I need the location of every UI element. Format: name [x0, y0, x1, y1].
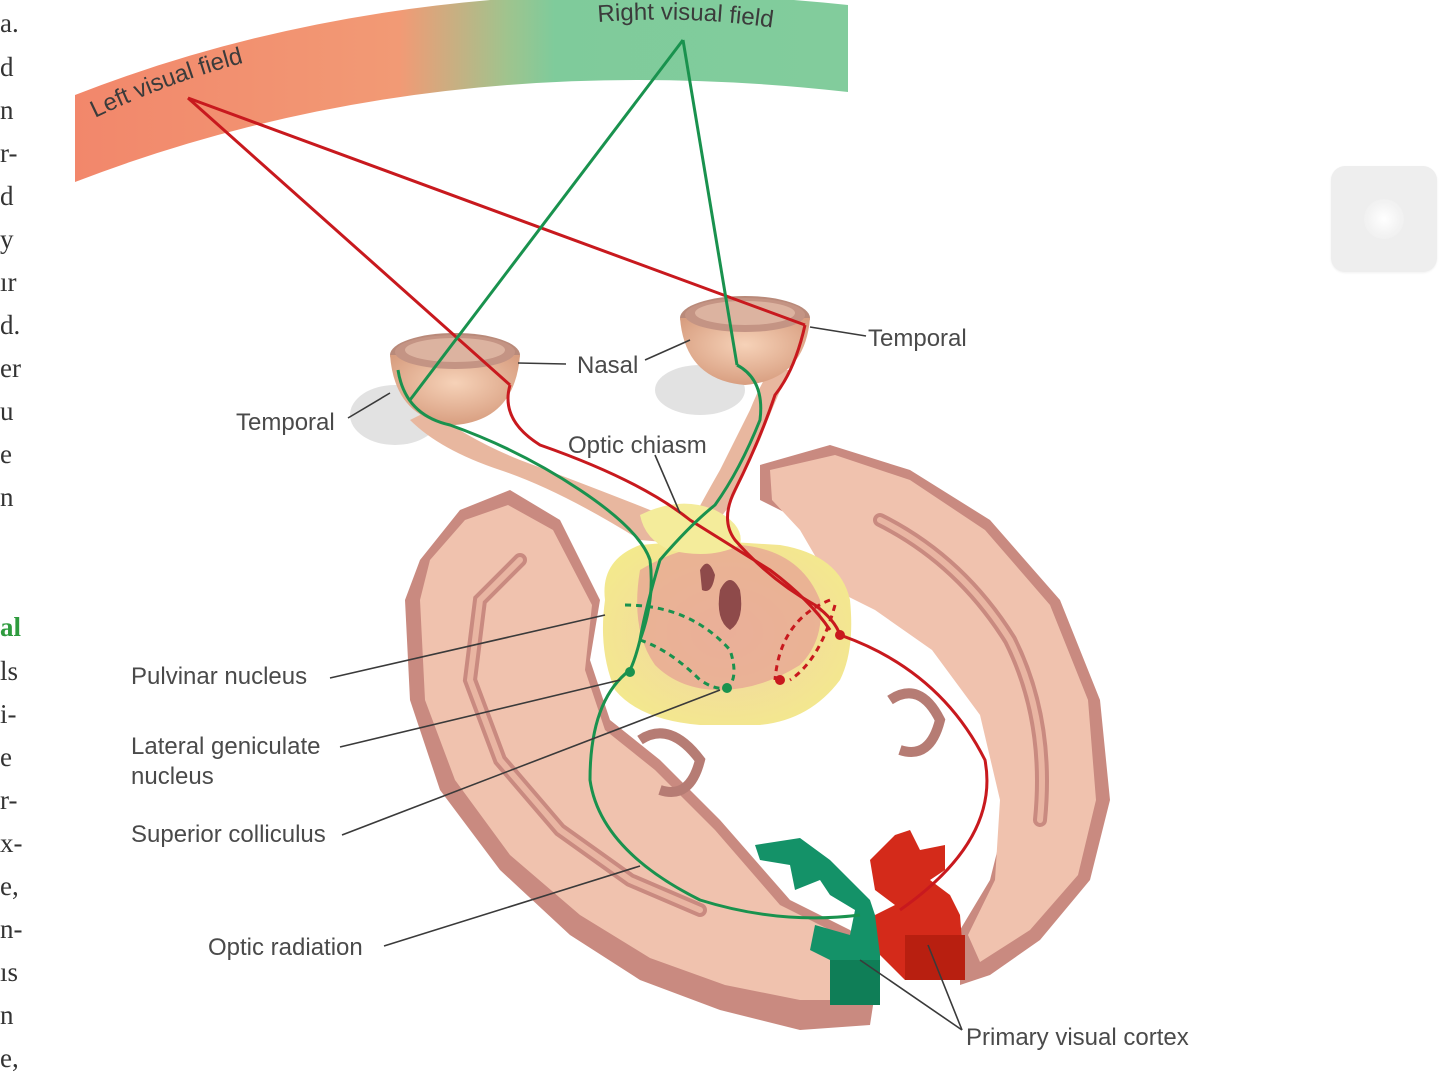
primary-visual-cortex-red: [870, 830, 965, 980]
superior-colliculus-label: Superior colliculus: [131, 821, 326, 848]
leader-lines: [329, 326, 963, 1031]
text-fragment: er: [0, 353, 21, 383]
pulvinar-nucleus-label: Pulvinar nucleus: [131, 663, 307, 690]
text-fragment: y: [0, 224, 14, 254]
primary-visual-cortex-green: [755, 838, 880, 1005]
left-column-text: a. d n r- d y ır d. er u e n al ls i- e …: [0, 8, 23, 1073]
text-fragment: r-: [0, 138, 17, 168]
text-fragment-heading: al: [0, 612, 22, 642]
brain-left-hemisphere: [405, 490, 880, 1030]
text-fragment: a.: [0, 8, 19, 38]
synapse-markers: [625, 630, 845, 693]
text-fragment: e,: [0, 871, 19, 901]
text-fragment: d: [0, 52, 14, 82]
text-fragment: d: [0, 181, 14, 211]
nasal-label: Nasal: [577, 352, 638, 379]
text-fragment: n: [0, 482, 14, 512]
text-fragment: e: [0, 439, 12, 469]
text-fragment: e: [0, 742, 12, 772]
text-fragment: d.: [0, 310, 20, 340]
text-fragment: ls: [0, 656, 18, 686]
text-fragment: x-: [0, 828, 23, 858]
text-fragment: n: [0, 1000, 14, 1030]
right-eye: [680, 296, 810, 385]
brain-right-hemisphere: [760, 445, 1110, 985]
text-fragment: u: [0, 396, 14, 426]
optic-radiation-label: Optic radiation: [208, 934, 363, 961]
temporal-right-label: Temporal: [868, 325, 967, 352]
text-fragment: n-: [0, 914, 23, 944]
primary-visual-cortex-label: Primary visual cortex: [966, 1024, 1189, 1051]
text-fragment: ıs: [0, 957, 18, 987]
lateral-geniculate-label-line2: nucleus: [131, 763, 214, 790]
text-fragment: e,: [0, 1043, 19, 1073]
visual-field-band: Left visual field Right visual field: [75, 0, 848, 182]
button-glow-icon: [1364, 199, 1404, 239]
text-fragment: n: [0, 95, 14, 125]
text-fragment: i-: [0, 699, 17, 729]
overlay-action-button[interactable]: [1331, 166, 1437, 272]
right-field-pathway: [396, 39, 861, 920]
optic-chiasm-label: Optic chiasm: [568, 432, 707, 459]
temporal-left-label: Temporal: [236, 409, 335, 436]
text-fragment: r-: [0, 785, 17, 815]
text-fragment: ır: [0, 267, 17, 297]
lateral-geniculate-label: Lateral geniculate: [131, 733, 320, 760]
